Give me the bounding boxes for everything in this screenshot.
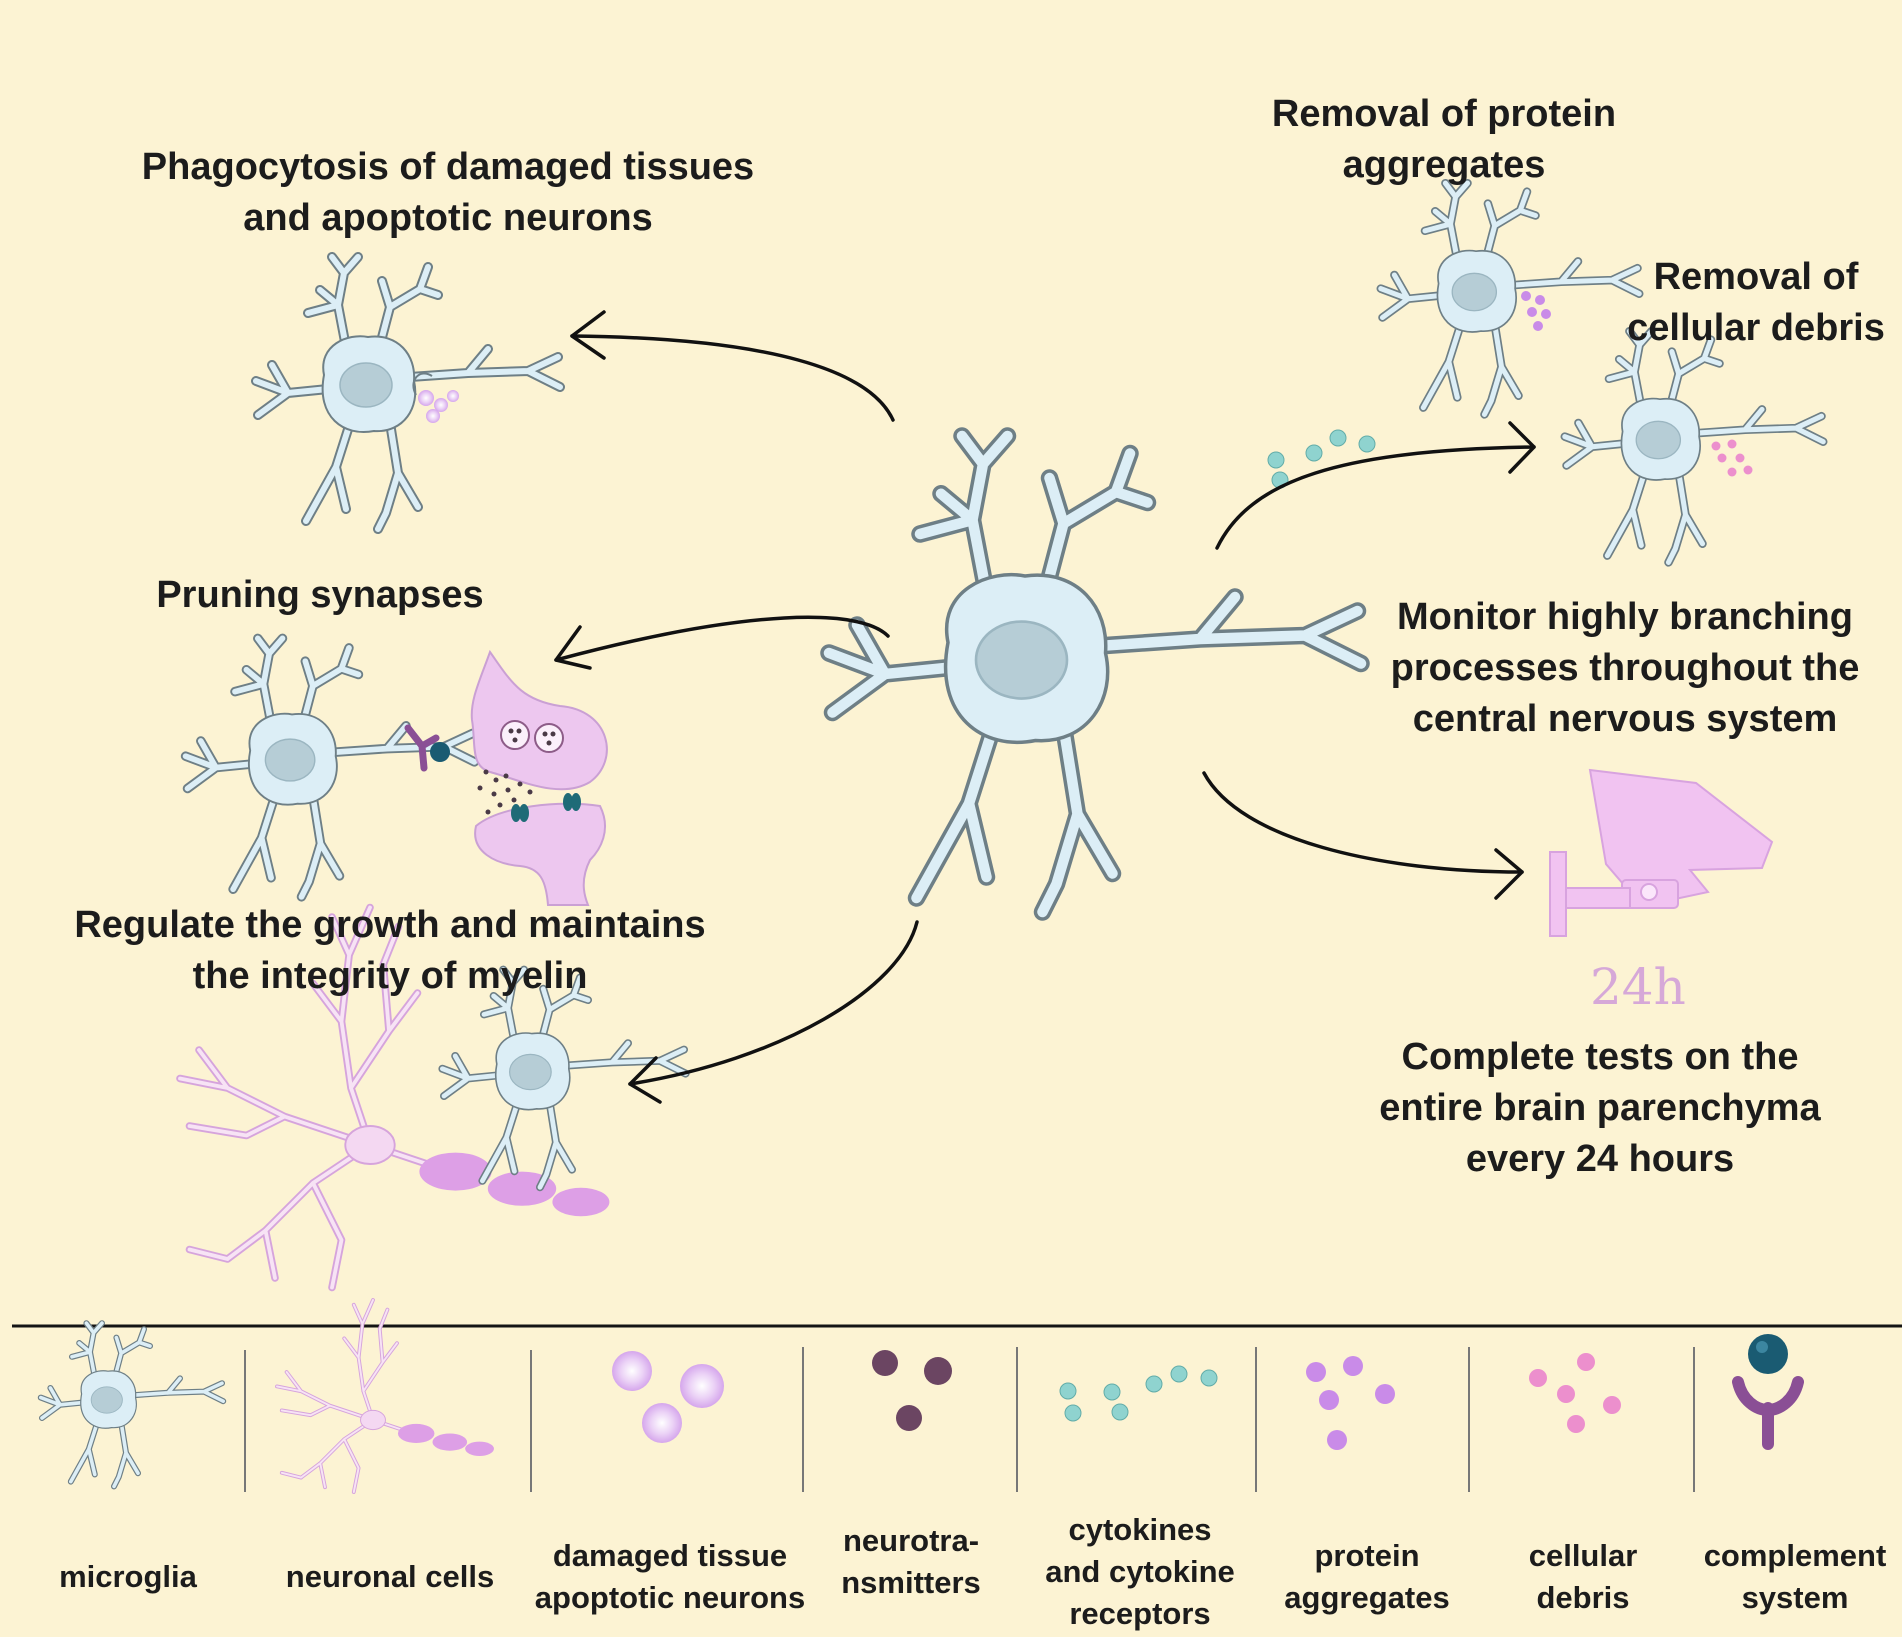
- legend-damaged-tissue-icon: [612, 1351, 724, 1443]
- arrows: [554, 310, 1536, 1104]
- arrow-protein-debris: [1215, 445, 1536, 550]
- synapse-receptors: [511, 793, 581, 822]
- presynaptic-terminal: [470, 649, 608, 791]
- legend-microglia-icon: [41, 1323, 223, 1486]
- legend-cytokine-icon: [1059, 1365, 1218, 1422]
- legend-protein-aggregate-icon: [1306, 1356, 1395, 1450]
- legend-label-neurotransmitters: neurotra-nsmitters: [841, 1523, 981, 1600]
- arrow-phagocytosis: [570, 334, 895, 422]
- complement-tag-on-synapse: [404, 724, 450, 772]
- legend-neurotransmitter-icon: [872, 1350, 952, 1431]
- phagocytosis-microglia: [256, 257, 560, 529]
- cytokine-particles: [1267, 429, 1376, 489]
- legend-neuronal-cell-icon: [275, 1298, 496, 1494]
- legend-dividers: [244, 1347, 1695, 1492]
- legend-cellular-debris-icon: [1529, 1353, 1621, 1433]
- protein-removal-microglia: [1381, 183, 1639, 414]
- debris-removal-microglia: [1565, 331, 1823, 562]
- protein-aggregate-particles: [1521, 291, 1551, 331]
- arrow-pruning: [554, 615, 890, 662]
- postsynaptic-terminal: [474, 802, 606, 906]
- neurotransmitter-release: [477, 769, 533, 815]
- central-microglia-cell: [829, 436, 1361, 912]
- arrow-monitor: [1202, 771, 1524, 874]
- pruning-microglia: [186, 638, 475, 896]
- arrowhead-pruning: [554, 625, 592, 670]
- arrow-myelin: [628, 920, 919, 1086]
- arrowhead-myelin: [628, 1056, 662, 1104]
- label-24h: 24h: [1590, 958, 1686, 1016]
- legend-label-microglia: microglia: [59, 1559, 197, 1594]
- legend-label-neuronal-cells: neuronal cells: [285, 1559, 495, 1594]
- phagocytosed-particles: [412, 372, 459, 423]
- arrowhead-protein-debris: [1508, 421, 1536, 474]
- cellular-debris-particles: [1711, 439, 1753, 477]
- legend-complement-icon: [1732, 1334, 1804, 1450]
- surveillance-camera-icon: [1549, 768, 1774, 937]
- arrowhead-phagocytosis: [570, 310, 606, 360]
- arrowhead-monitor: [1494, 848, 1524, 900]
- myelin-microglia: [442, 970, 685, 1188]
- label-pruning-synapses: Pruning synapses: [156, 574, 484, 616]
